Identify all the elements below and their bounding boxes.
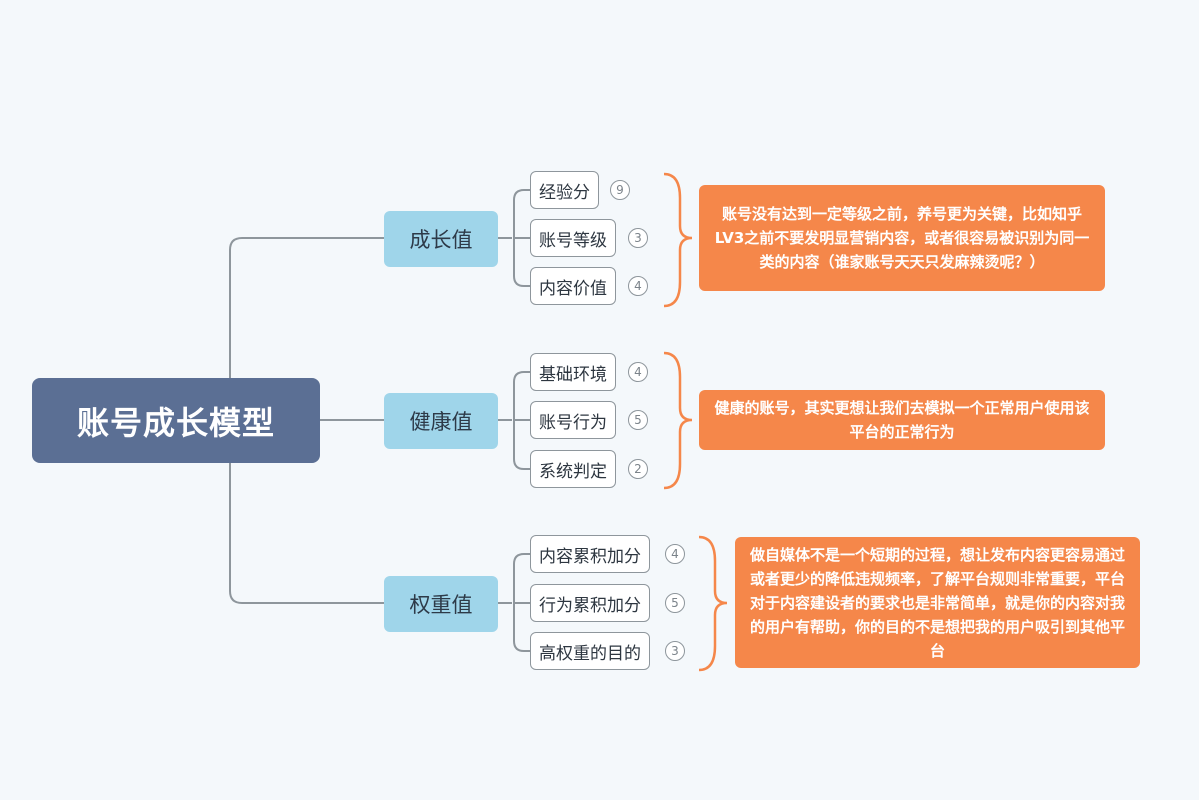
count-badge: 2 (628, 459, 648, 479)
bracket-health (663, 351, 693, 490)
leaf-experience-score[interactable]: 经验分 (530, 171, 599, 209)
connector-health-leaves (498, 371, 530, 470)
connector-root-weight (229, 463, 384, 604)
bracket-growth (663, 172, 693, 308)
leaf-account-behavior[interactable]: 账号行为 (530, 401, 616, 439)
count-badge: 9 (610, 180, 630, 200)
leaf-high-weight-purpose[interactable]: 高权重的目的 (530, 632, 650, 670)
count-badge: 5 (665, 593, 685, 613)
connector-root-growth (229, 237, 384, 378)
branch-weight-value[interactable]: 权重值 (384, 576, 498, 632)
note-health-value: 健康的账号，其实更想让我们去模拟一个正常用户使用该平台的正常行为 (699, 390, 1105, 450)
leaf-basic-environment[interactable]: 基础环境 (530, 353, 616, 391)
connector-weight-leaves (498, 553, 530, 652)
count-badge: 4 (665, 544, 685, 564)
leaf-system-judgment[interactable]: 系统判定 (530, 450, 616, 488)
branch-health-value[interactable]: 健康值 (384, 393, 498, 449)
count-badge: 3 (628, 228, 648, 248)
connector-growth-leaves (498, 189, 530, 287)
leaf-account-level[interactable]: 账号等级 (530, 219, 616, 257)
branch-growth-value[interactable]: 成长值 (384, 211, 498, 267)
note-weight-value: 做自媒体不是一个短期的过程，想让发布内容更容易通过或者更少的降低违规频率，了解平… (735, 537, 1140, 668)
leaf-content-value[interactable]: 内容价值 (530, 267, 616, 305)
leaf-content-accumulated-points[interactable]: 内容累积加分 (530, 535, 650, 573)
bracket-weight (698, 535, 728, 672)
note-growth-value: 账号没有达到一定等级之前，养号更为关键，比如知乎LV3之前不要发明显营销内容，或… (699, 185, 1105, 291)
count-badge: 4 (628, 276, 648, 296)
count-badge: 3 (665, 641, 685, 661)
leaf-behavior-accumulated-points[interactable]: 行为累积加分 (530, 584, 650, 622)
root-node[interactable]: 账号成长模型 (32, 378, 320, 463)
count-badge: 5 (628, 410, 648, 430)
count-badge: 4 (628, 362, 648, 382)
